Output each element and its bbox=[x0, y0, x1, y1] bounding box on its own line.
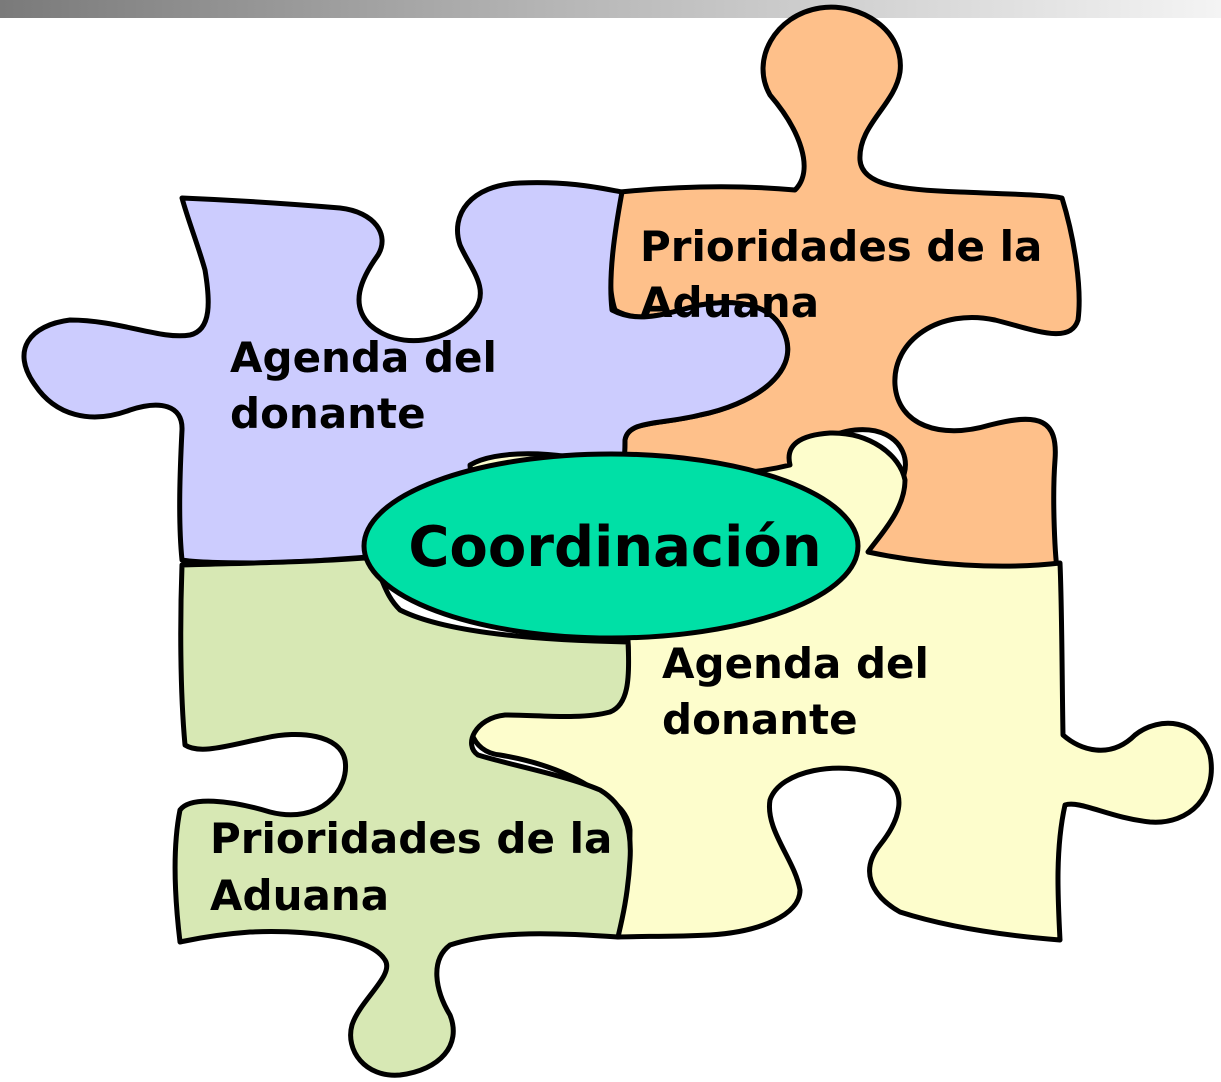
label-top-left-line1: Agenda del bbox=[230, 333, 497, 382]
label-bottom-left-line1: Prioridades de la bbox=[210, 814, 612, 863]
label-top-right-line1: Prioridades de la bbox=[640, 222, 1042, 271]
label-bottom-left-line2: Aduana bbox=[210, 871, 389, 920]
label-top-left-line2: donante bbox=[230, 389, 426, 438]
label-bottom-right-line1: Agenda del bbox=[662, 639, 929, 688]
label-top-right-line2: Aduana bbox=[640, 278, 819, 327]
label-top-right: Prioridades de la Aduana bbox=[640, 222, 1042, 327]
center-ellipse bbox=[361, 451, 861, 641]
label-bottom-right: Agenda del donante bbox=[662, 639, 929, 744]
slide-header-rule bbox=[0, 0, 1221, 18]
center-label: Coordinación bbox=[408, 515, 821, 580]
label-bottom-left: Prioridades de la Aduana bbox=[210, 814, 612, 920]
puzzle-piece-bottom-left bbox=[172, 555, 633, 1078]
label-top-left: Agenda del donante bbox=[230, 333, 497, 438]
label-bottom-right-line2: donante bbox=[662, 695, 858, 744]
